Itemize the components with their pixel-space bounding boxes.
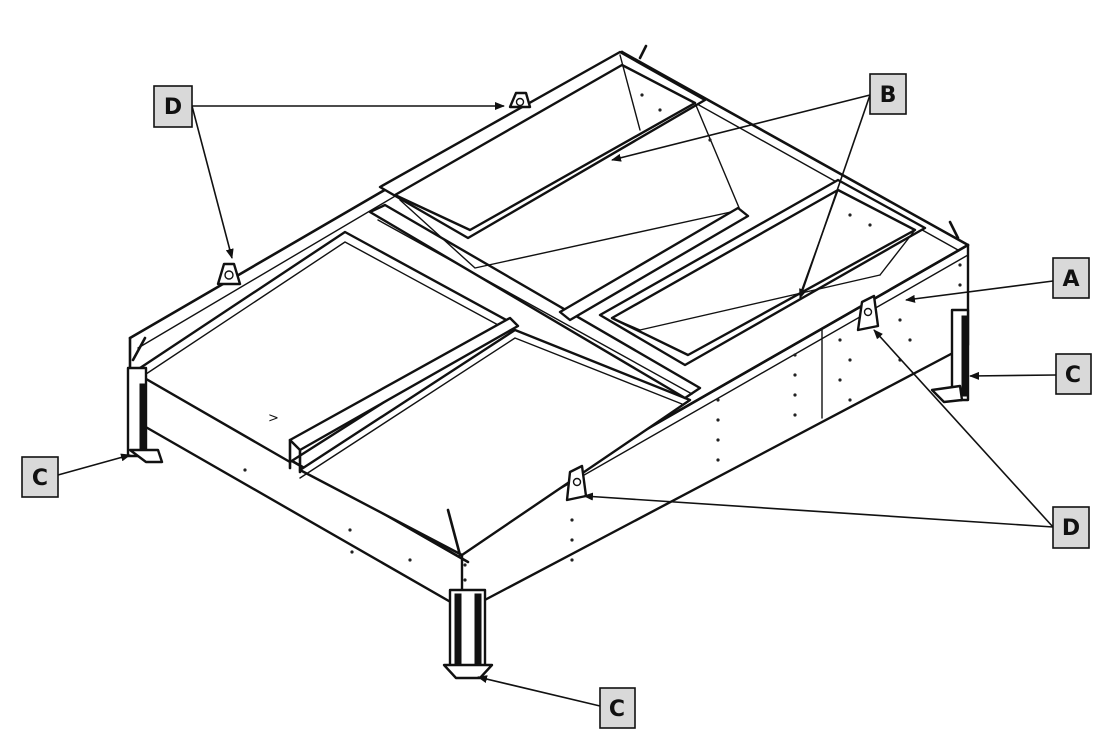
callout-d-right: D: [1052, 506, 1090, 549]
callout-c-right: C: [1055, 353, 1092, 395]
corner-post-right: [930, 308, 970, 404]
center-channel: [368, 203, 702, 400]
leader-a: [905, 280, 1054, 303]
corner-post-front: [442, 588, 494, 680]
leader-lines: [57, 94, 1057, 707]
svg-text:>: >: [268, 411, 279, 426]
lifting-lug-front: [565, 464, 588, 502]
corner-post-left: [126, 366, 164, 464]
leader-c-left: [57, 453, 131, 476]
lifting-lug-right: [856, 294, 880, 332]
callout-a-text: A: [1062, 267, 1079, 292]
callout-d-top: D: [153, 85, 193, 128]
corner-hook-back: [638, 44, 648, 60]
lifting-lug-left: [216, 262, 242, 286]
callout-c-bottom: C: [599, 687, 636, 729]
lifting-lug-back: [508, 91, 532, 109]
leader-d-top-2: [191, 105, 234, 259]
leader-b-1: [611, 94, 871, 162]
callout-d-top-text: D: [164, 95, 182, 120]
center-cover-panel: [298, 328, 692, 557]
callout-labels: A B C C C D D: [21, 73, 1092, 729]
leader-c-bottom: [477, 675, 601, 707]
leader-d-right-1: [583, 492, 1054, 528]
leader-c-right: [969, 371, 1057, 380]
callout-c-left: C: [21, 456, 59, 498]
callout-d-right-text: D: [1062, 516, 1080, 541]
rear-hopper-inner: [393, 63, 697, 232]
leader-d-right-2: [873, 329, 1054, 528]
callout-c-bottom-text: C: [609, 697, 625, 722]
corner-hook-left: [131, 336, 147, 362]
frame-assembly: >: [126, 44, 970, 680]
cross-divider: [288, 316, 520, 452]
corner-hook-front: [446, 508, 462, 557]
back-right-rail: [620, 50, 970, 247]
callout-b-text: B: [880, 83, 897, 108]
corner-hook-right: [948, 220, 960, 240]
callout-c-left-text: C: [32, 466, 48, 491]
callout-b: B: [869, 73, 907, 115]
callout-c-right-text: C: [1065, 363, 1081, 388]
middle-cross-beam: [558, 206, 750, 322]
rivet-pattern: [243, 93, 962, 582]
leader-b-2: [799, 94, 871, 299]
callout-a: A: [1052, 257, 1090, 299]
